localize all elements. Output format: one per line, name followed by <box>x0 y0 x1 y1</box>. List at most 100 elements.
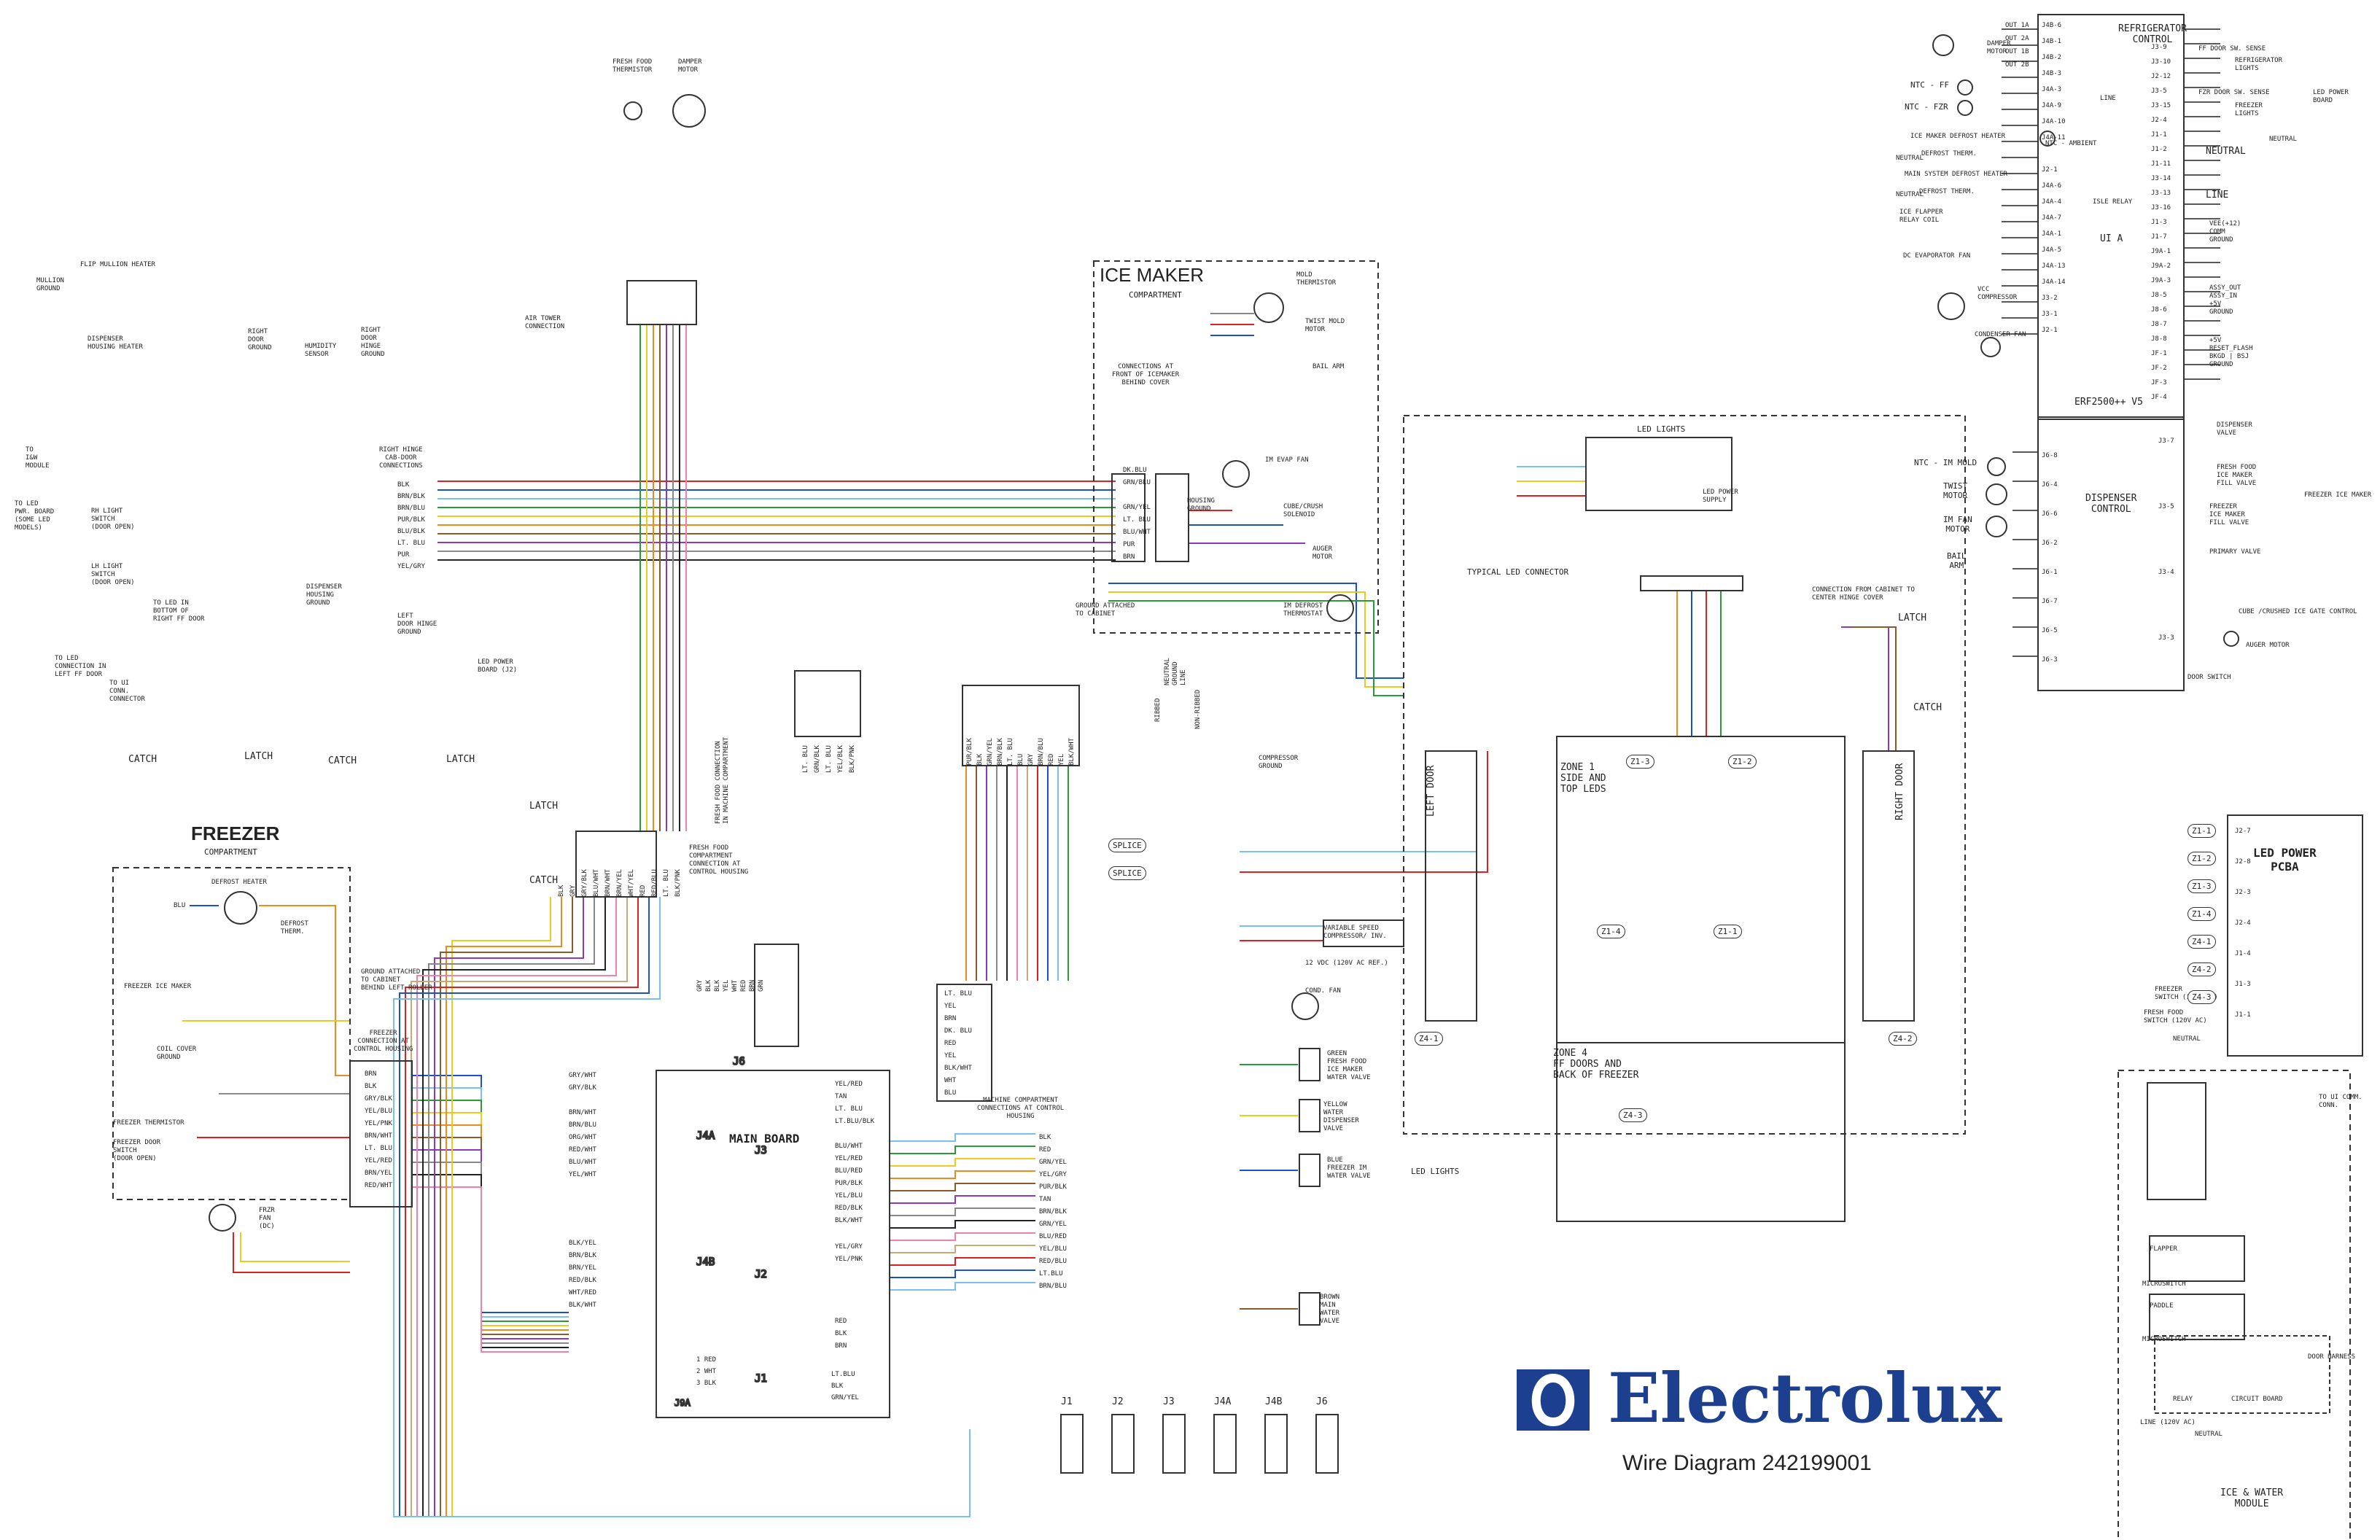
ff-switch-label: FRESH FOOD SWITCH (120V AC) <box>2144 1009 2207 1024</box>
legend-connector-shape <box>1060 1414 1084 1474</box>
freezer-connection-label: FREEZER CONNECTION AT CONTROL HOUSING <box>354 1030 413 1053</box>
ff-comp-pin-label: GRY <box>569 884 577 897</box>
led-power-supply-box <box>1585 437 1732 511</box>
j4a-pin-label: ORG/WHT <box>569 1134 596 1141</box>
machine-top-pin-label: DK. BLU <box>944 1027 972 1035</box>
cube-crush-gate-label: CUBE /CRUSHED ICE GATE CONTROL <box>2239 608 2357 615</box>
refrigerator-lights-label: REFRIGERATOR LIGHTS <box>2235 57 2283 72</box>
fzr-door-sw-label: FZR DOOR SW. SENSE <box>2198 89 2270 96</box>
rc-right-pin-label: JF-4 <box>2151 394 2167 401</box>
vcc-compressor-icon <box>1937 292 1965 320</box>
isle-relay-label: ISLE RELAY <box>2093 198 2133 206</box>
j2-tag: J2 <box>755 1269 767 1280</box>
j3-pin-label: LT.BLU/BLK <box>835 1118 875 1125</box>
icemaker-conn-pin-label: GRN/YEL <box>1123 504 1151 511</box>
comp-note-label: 12 VDC (120V AC REF.) <box>1305 960 1388 967</box>
led-lights-box <box>1403 415 1966 1135</box>
compressor-ground-label: COMPRESSOR GROUND <box>1259 755 1299 770</box>
j2-pin-label: BLK <box>835 1330 847 1337</box>
blue-valve-label: BLUE FREEZER IM WATER VALVE <box>1327 1156 1371 1180</box>
latch-label-2: LATCH <box>446 754 475 765</box>
legend-connector-shape <box>1264 1414 1288 1474</box>
j2-pin-label: BRN <box>835 1342 847 1350</box>
neutral-r-label-2: NEUTRAL <box>1896 191 1924 198</box>
damper-motor-r-icon <box>1932 34 1954 56</box>
ice-maker-title: ICE MAKER <box>1100 264 1205 286</box>
icemaker-conn-pin-label: BRN <box>1123 553 1135 561</box>
variable-speed-comp-label: VARIABLE SPEED COMPRESSOR/ INV. <box>1323 925 1387 940</box>
led-lights-label: LED LIGHTS <box>1637 424 1686 434</box>
rc-left-pin-label: J4B-1 <box>2042 38 2062 45</box>
to-led-bottom-label: TO LED IN BOTTOM OF RIGHT FF DOOR <box>153 599 205 623</box>
j3-pin-label: BLK/WHT <box>835 1217 863 1224</box>
wire-layer <box>182 28 2220 1517</box>
twist-mold-motor-label: TWIST MOLD MOTOR <box>1305 318 1345 333</box>
icemaker-conn-pin-label: GRN/BLU <box>1123 479 1151 486</box>
latch-label-4: LATCH <box>1898 612 1927 623</box>
machine-conn-pin-label: GRN/YEL <box>1039 1221 1067 1228</box>
machine-conn-pin-label: YEL/GRY <box>1039 1171 1067 1178</box>
icemaker-connector-left <box>1111 473 1146 562</box>
rc-right-pin-label: J3-10 <box>2151 58 2171 66</box>
rc-left-pin-label: J4A-9 <box>2042 102 2062 109</box>
left-door-box <box>1425 750 1477 1022</box>
j4a-pin-label: BLU/WHT <box>569 1159 596 1166</box>
legend-connector-label: J4A <box>1214 1396 1232 1407</box>
zone-tag: Z4-1 <box>1415 1032 1443 1046</box>
j6-pin-label: BRN <box>749 979 756 992</box>
led-pcba-pin-label: J2-8 <box>2235 858 2251 866</box>
frzr-fan-wire <box>233 1232 350 1273</box>
frzr-fan-label: FRZR FAN (DC) <box>259 1207 275 1230</box>
zone-tag: Z1-3 <box>1626 755 1654 769</box>
mold-thermistor-label: MOLD THERMISTOR <box>1296 271 1337 287</box>
machine-bus <box>890 1158 1035 1167</box>
ff-comp-pin-label: RED <box>639 884 647 897</box>
circuit-board-label: CIRCUIT BOARD <box>2231 1396 2283 1403</box>
auger-motor-r-icon <box>2223 631 2239 647</box>
led-zone-tag: Z4-1 <box>2188 935 2216 949</box>
ff-connection-machine-label: FRESH FOOD CONNECTION IN MACHINE COMPART… <box>715 736 730 824</box>
blu-wire-label: BLU <box>174 902 186 909</box>
defrost-therm-r-label: DEFROST THERM. <box>1921 150 1977 158</box>
diagram-caption: Wire Diagram 242199001 <box>1622 1451 1872 1475</box>
right-door-feed <box>1841 626 1889 751</box>
icemaker-conn-pin-label: LT. BLU <box>1123 516 1151 524</box>
latch-label-1: LATCH <box>244 751 273 762</box>
right-door-ground-label: RIGHT DOOR GROUND <box>248 328 272 351</box>
machine-bus <box>890 1232 1035 1241</box>
bail-arm-r-label: BAIL ARM <box>1947 551 1967 570</box>
to-led-left-label: TO LED CONNECTION IN LEFT FF DOOR <box>55 655 106 678</box>
rc-right-pin-label: J3-5 <box>2151 88 2167 95</box>
dc-right-pin-label: J3-5 <box>2158 503 2174 510</box>
defrost-therm-wire <box>259 905 350 1076</box>
flapper-box <box>2149 1235 2245 1282</box>
middle-bus-pin-label: BLK <box>976 753 984 766</box>
j2-pin-label: YEL/GRY <box>835 1243 863 1251</box>
neutral-label-1: NEUTRAL <box>2269 136 2297 143</box>
led-power-board-j2-label: LED POWER BOARD (J2) <box>478 658 518 674</box>
led-pcba-pin-label: J2-4 <box>2235 919 2251 927</box>
freezer-conn-pin-label: LT. BLU <box>365 1145 392 1152</box>
coil-cover-ground-label: COIL COVER GROUND <box>157 1046 197 1061</box>
rc-right-pin-label: JF-2 <box>2151 365 2167 372</box>
ff-machine-pin-label: GRN/BLK <box>814 745 821 773</box>
led-feed <box>1108 591 1404 688</box>
icemaker-conn-pin-label: DK.BLU <box>1123 467 1147 474</box>
middle-bus-pin-label: BRN/BLU <box>1038 738 1045 766</box>
freezer-bus <box>412 1186 569 1353</box>
line-label-1: LINE <box>2100 95 2116 102</box>
flapper-label: FLAPPER <box>2150 1245 2177 1253</box>
freezer-ice-maker-r-label: FREEZER ICE MAKER <box>2304 491 2372 499</box>
cond-fan-icon <box>1291 992 1319 1020</box>
defrost-therm-r2-label: DEFROST THERM. <box>1919 188 1975 195</box>
typical-led-connector-label: TYPICAL LED CONNECTOR <box>1467 567 1569 577</box>
water-valve-coil <box>1299 1292 1321 1326</box>
machine-top-pin-label: BLK/WHT <box>944 1065 972 1072</box>
condenser-fan-icon <box>1980 337 2001 357</box>
rc-left-pin-label: J4A-6 <box>2042 182 2062 190</box>
rc-left-pin-label: J3-2 <box>2042 295 2058 302</box>
right-hinge-pin-label: BRN/BLU <box>397 505 425 512</box>
rc-right-pin-label: JF-1 <box>2151 350 2167 357</box>
rc-left-pin-label: J4A-14 <box>2042 279 2066 286</box>
